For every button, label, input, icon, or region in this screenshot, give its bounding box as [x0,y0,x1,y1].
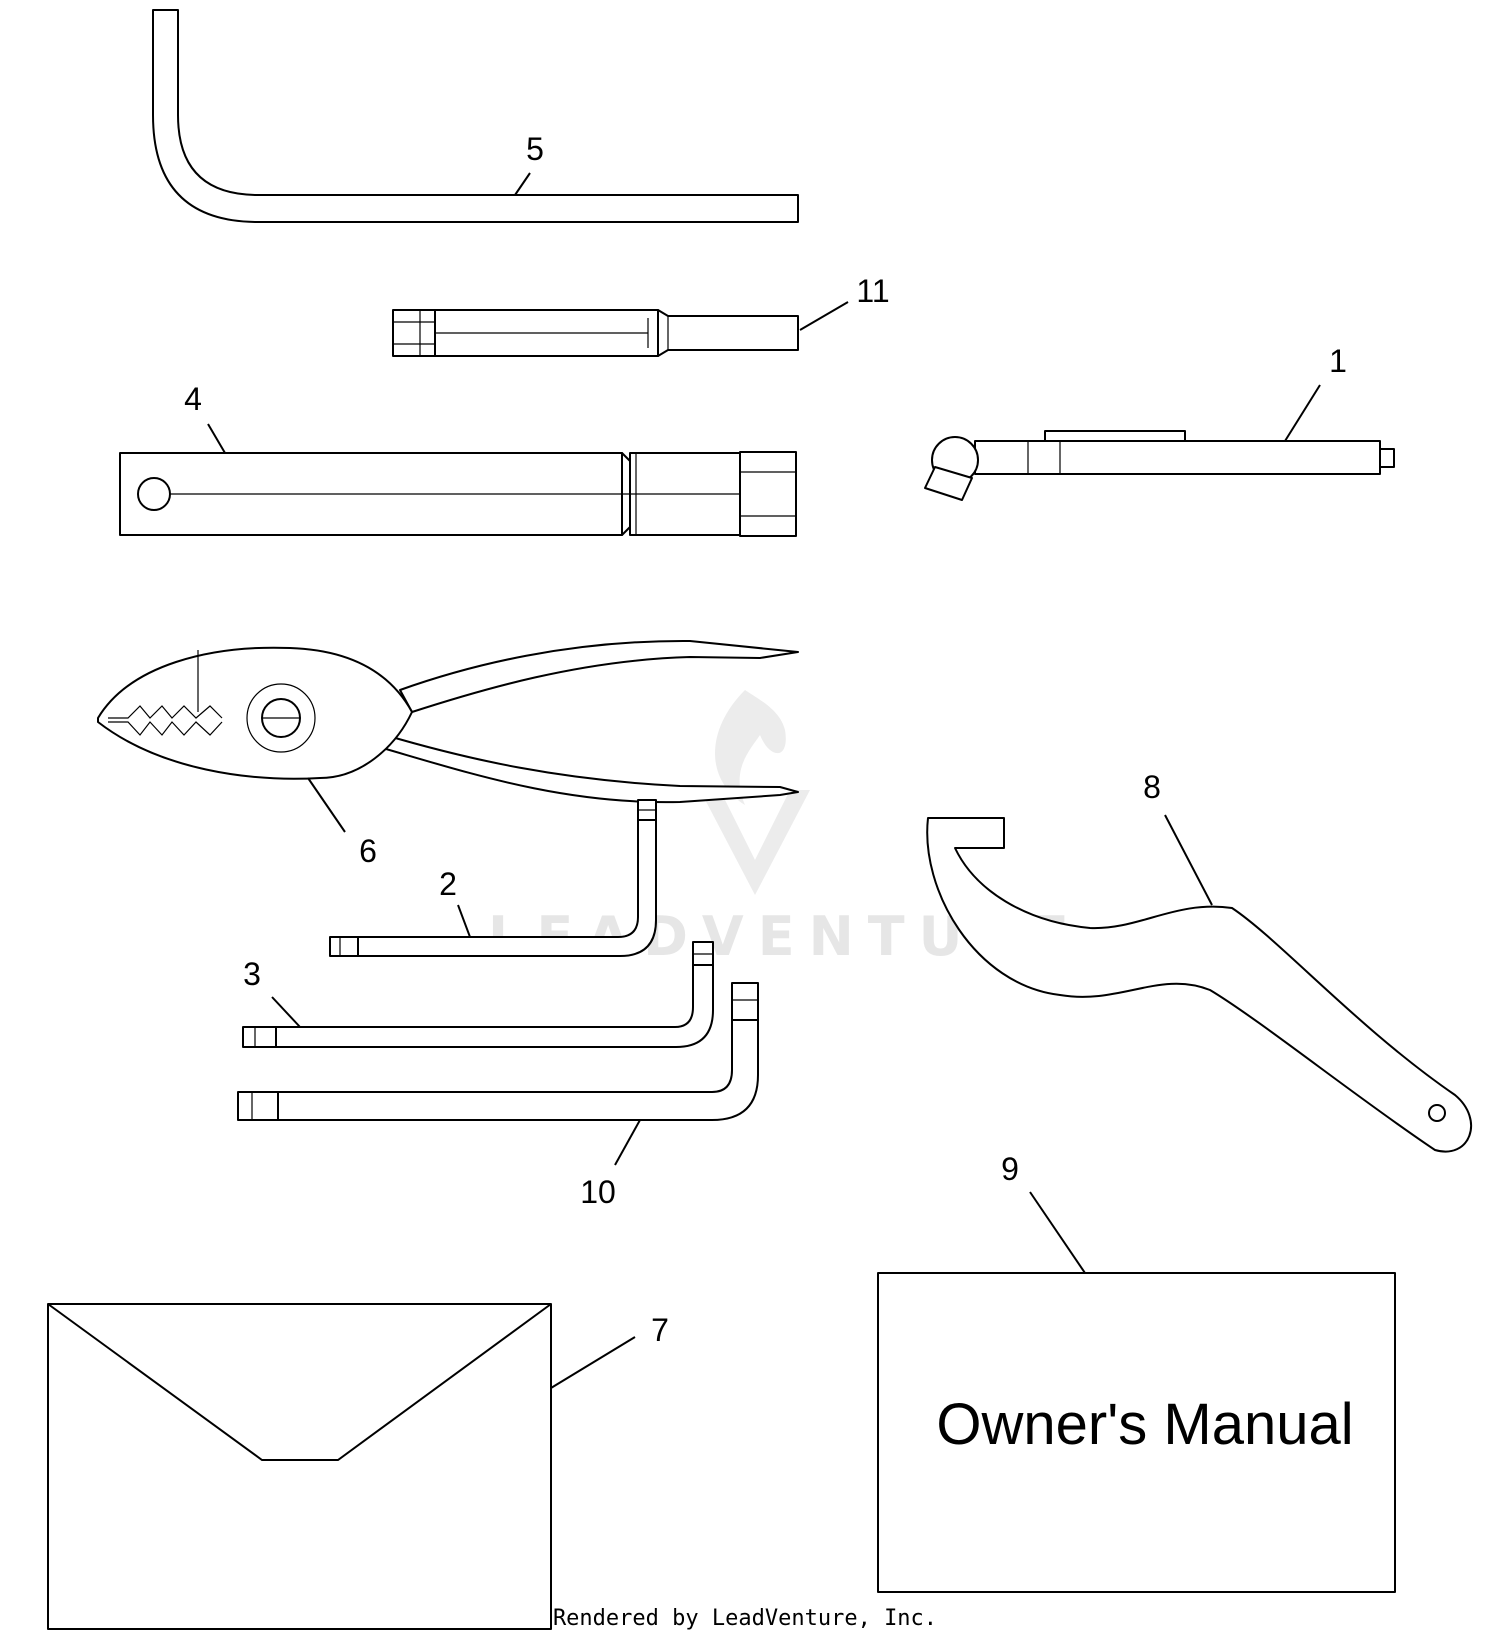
footer-credit: Rendered by LeadVenture, Inc. [553,1606,937,1631]
leader-9 [1029,1191,1086,1274]
callout-11: 11 [856,273,889,309]
leader-1 [1284,384,1321,442]
leader-10 [614,1119,641,1166]
flame-logo-icon [700,690,810,895]
part-2-hex-key-small: 2 [329,799,657,957]
part-5-bent-rod: 5 [152,9,799,223]
part-4-box-socket: 4 [119,381,797,537]
leader-4 [207,423,226,454]
callout-3: 3 [243,956,261,992]
leader-5 [514,172,531,196]
leader-2 [457,904,471,938]
callout-8: 8 [1143,769,1161,805]
callout-2: 2 [439,866,457,902]
manual-title: Owner's Manual [936,1392,1353,1457]
callout-10: 10 [580,1174,616,1210]
callout-1: 1 [1329,343,1347,379]
callout-7: 7 [651,1312,669,1348]
part-9-owners-manual: Owner's Manual 9 [877,1151,1396,1593]
leader-3 [271,996,301,1028]
callout-9: 9 [1001,1151,1019,1187]
leader-7 [550,1336,636,1389]
part-1-handle-tool: 1 [924,343,1395,501]
part-8-spanner-wrench: 8 [926,769,1473,1153]
callout-4: 4 [184,381,202,417]
part-10-hex-key-large: 10 [237,982,759,1210]
callout-6: 6 [359,833,377,869]
part-11-socket-tool: 11 [392,273,890,357]
part-7-envelope: 7 [47,1303,669,1630]
leader-8 [1164,814,1213,906]
callout-5: 5 [526,131,544,167]
part-3-hex-key-medium: 3 [242,941,714,1048]
leader-11 [799,301,849,331]
leader-6 [307,777,346,833]
part-6-pliers: 6 [97,639,799,869]
